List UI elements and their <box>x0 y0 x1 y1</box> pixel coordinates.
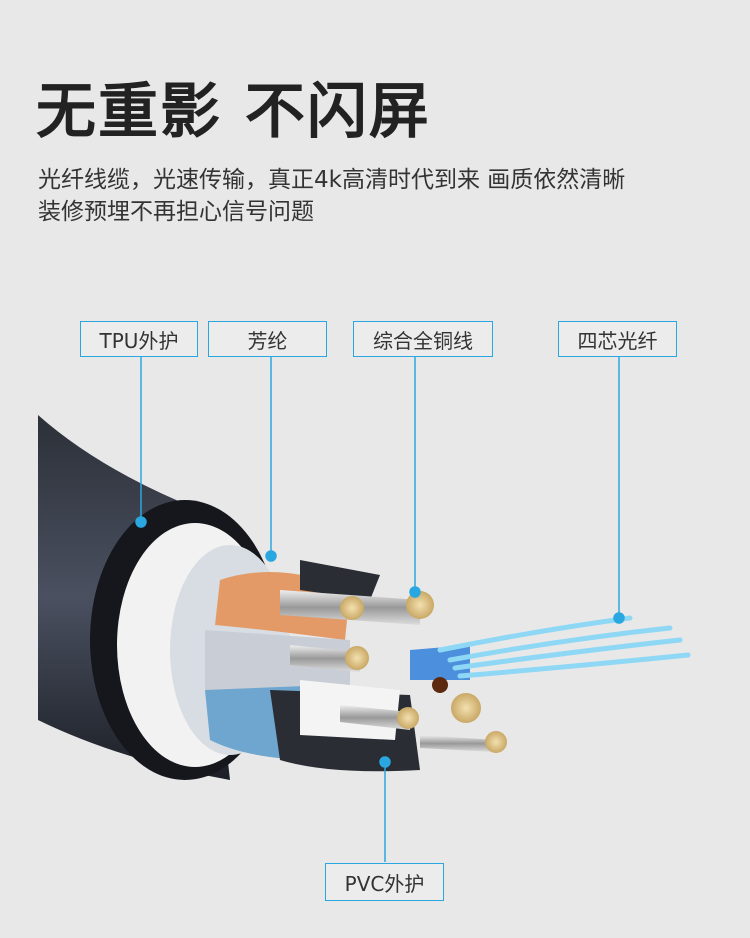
label-four-core-fiber: 四芯光纤 <box>558 321 677 357</box>
description-line-2: 装修预埋不再担心信号问题 <box>38 199 314 225</box>
label-tpu-jacket: TPU外护 <box>80 321 198 357</box>
label-aramid: 芳纶 <box>208 321 327 357</box>
leader-lines <box>135 357 625 862</box>
optical-fibers <box>437 615 691 679</box>
label-copper-wire: 综合全铜线 <box>353 321 493 357</box>
description-line-1: 光纤线缆，光速传输，真正4k高清时代到来 画质依然清晰 <box>38 167 626 193</box>
inner-cores <box>205 560 507 772</box>
headline: 无重影 不闪屏 <box>36 77 431 147</box>
label-pvc-jacket: PVC外护 <box>325 863 444 901</box>
